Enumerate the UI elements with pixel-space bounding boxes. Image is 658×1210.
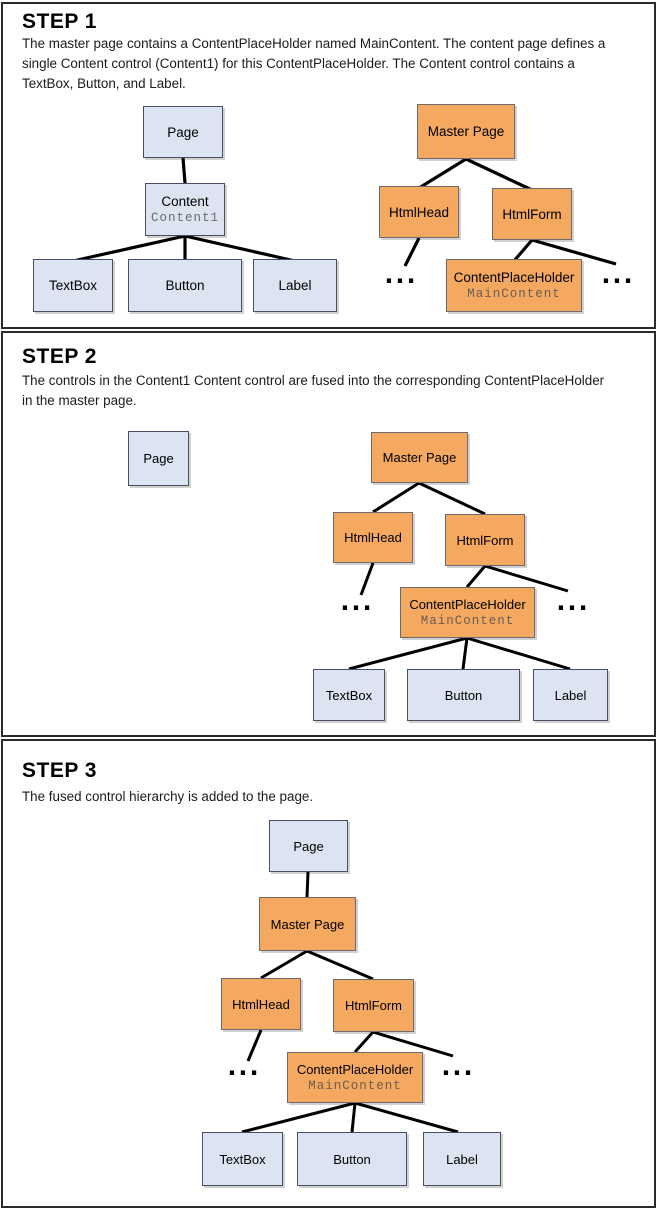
node-label: ContentPlaceHolder: [409, 596, 526, 612]
edge-htmlform-cph: [512, 238, 534, 263]
step1-node-label: Label: [253, 259, 337, 312]
node-id-label: MainContent: [467, 286, 561, 301]
edge-master-htmlform: [306, 949, 374, 981]
node-label: TextBox: [48, 278, 98, 293]
edge-page-master: [305, 871, 310, 898]
node-label: Master Page: [382, 450, 457, 465]
step3-ellipsis-right: ...: [441, 1053, 475, 1081]
step1-node-page: Page: [143, 106, 223, 158]
step3-description: The fused control hierarchy is added to …: [22, 789, 314, 804]
step3-title: STEP 3: [22, 759, 97, 782]
step1-panel: STEP 1 The master page contains a Conten…: [1, 2, 656, 329]
edge-cph-button: [461, 637, 469, 670]
step1-node-content: Content Content1: [145, 183, 225, 236]
node-label: Label: [554, 687, 587, 703]
step1-node-master-page: Master Page: [417, 104, 515, 159]
step2-node-label: Label: [533, 669, 608, 721]
edge-cph-button: [350, 1102, 357, 1133]
node-label: TextBox: [219, 1151, 266, 1167]
step2-ellipsis-right: ...: [556, 588, 590, 616]
step1-node-contentplaceholder: ContentPlaceHolder MainContent: [446, 259, 582, 312]
step3-node-master-page: Master Page: [259, 897, 356, 951]
step2-node-page: Page: [128, 431, 189, 486]
step2-node-htmlhead: HtmlHead: [333, 512, 413, 563]
node-id-label: MainContent: [308, 1078, 402, 1093]
edge-htmlform-cph: [465, 565, 487, 588]
edge-cph-textbox: [348, 636, 468, 671]
node-id-label: Content1: [150, 210, 219, 225]
node-label: ContentPlaceHolder: [453, 269, 575, 285]
step3-ellipsis-left: ...: [227, 1053, 261, 1081]
node-label: HtmlHead: [388, 204, 450, 220]
step3-node-label: Label: [423, 1132, 501, 1186]
edge-master-htmlhead: [372, 481, 420, 514]
node-label: Button: [444, 687, 483, 703]
edge-page-content: [181, 157, 187, 184]
node-label: Label: [278, 278, 312, 293]
node-label: Master Page: [270, 916, 345, 932]
step3-node-contentplaceholder: ContentPlaceHolder MainContent: [287, 1052, 423, 1103]
step2-title: STEP 2: [22, 345, 97, 368]
step3-node-textbox: TextBox: [202, 1132, 283, 1186]
step3-panel: STEP 3 The fused control hierarchy is ad…: [1, 739, 656, 1208]
step2-description: The controls in the Content1 Content con…: [22, 373, 605, 408]
edge-cph-textbox: [241, 1101, 356, 1134]
step3-node-htmlhead: HtmlHead: [221, 978, 301, 1030]
node-label: HtmlForm: [502, 206, 562, 222]
step1-node-button: Button: [128, 259, 242, 312]
step2-panel: STEP 2 The controls in the Content1 Cont…: [1, 331, 656, 737]
step2-node-master-page: Master Page: [371, 432, 468, 483]
edge-content-textbox: [72, 234, 186, 263]
node-label: Label: [446, 1151, 478, 1167]
node-label: Content: [161, 193, 209, 209]
edge-content-label: [184, 234, 296, 263]
node-label: Page: [293, 838, 324, 854]
node-label: HtmlHead: [232, 996, 290, 1012]
node-label: ContentPlaceHolder: [296, 1061, 414, 1077]
step2-node-htmlform: HtmlForm: [445, 514, 525, 566]
node-id-label: MainContent: [420, 613, 515, 628]
edge-master-htmlform: [418, 481, 486, 516]
step2-node-contentplaceholder: ContentPlaceHolder MainContent: [400, 587, 535, 638]
step3-node-button: Button: [297, 1132, 407, 1186]
step1-node-textbox: TextBox: [33, 259, 113, 312]
node-label: TextBox: [325, 687, 373, 703]
step1-description: The master page contains a ContentPlaceH…: [22, 36, 606, 91]
edge-master-htmlhead: [418, 157, 467, 190]
step2-node-textbox: TextBox: [313, 669, 385, 721]
step2-node-button: Button: [407, 669, 520, 721]
edge-htmlform-cph: [353, 1030, 375, 1054]
node-label: HtmlForm: [344, 998, 403, 1013]
node-label: HtmlHead: [344, 530, 402, 545]
node-label: Page: [167, 124, 199, 140]
edge-master-htmlhead: [260, 949, 308, 980]
node-label: Master Page: [427, 124, 505, 139]
step1-title: STEP 1: [22, 10, 97, 33]
step1-ellipsis-left: ...: [384, 261, 418, 289]
step1-node-htmlform: HtmlForm: [492, 188, 572, 240]
step3-node-page: Page: [269, 820, 348, 872]
node-label: Button: [165, 278, 205, 293]
edge-cph-label: [466, 636, 571, 671]
edge-master-htmlform: [465, 157, 533, 192]
step3-node-htmlform: HtmlForm: [333, 979, 414, 1032]
node-label: Page: [143, 451, 174, 466]
step1-node-htmlhead: HtmlHead: [379, 186, 459, 238]
step2-ellipsis-left: ...: [340, 588, 374, 616]
node-label: HtmlForm: [456, 532, 514, 548]
step1-ellipsis-right: ...: [601, 261, 635, 289]
edge-cph-label: [354, 1101, 459, 1134]
node-label: Button: [333, 1151, 371, 1167]
